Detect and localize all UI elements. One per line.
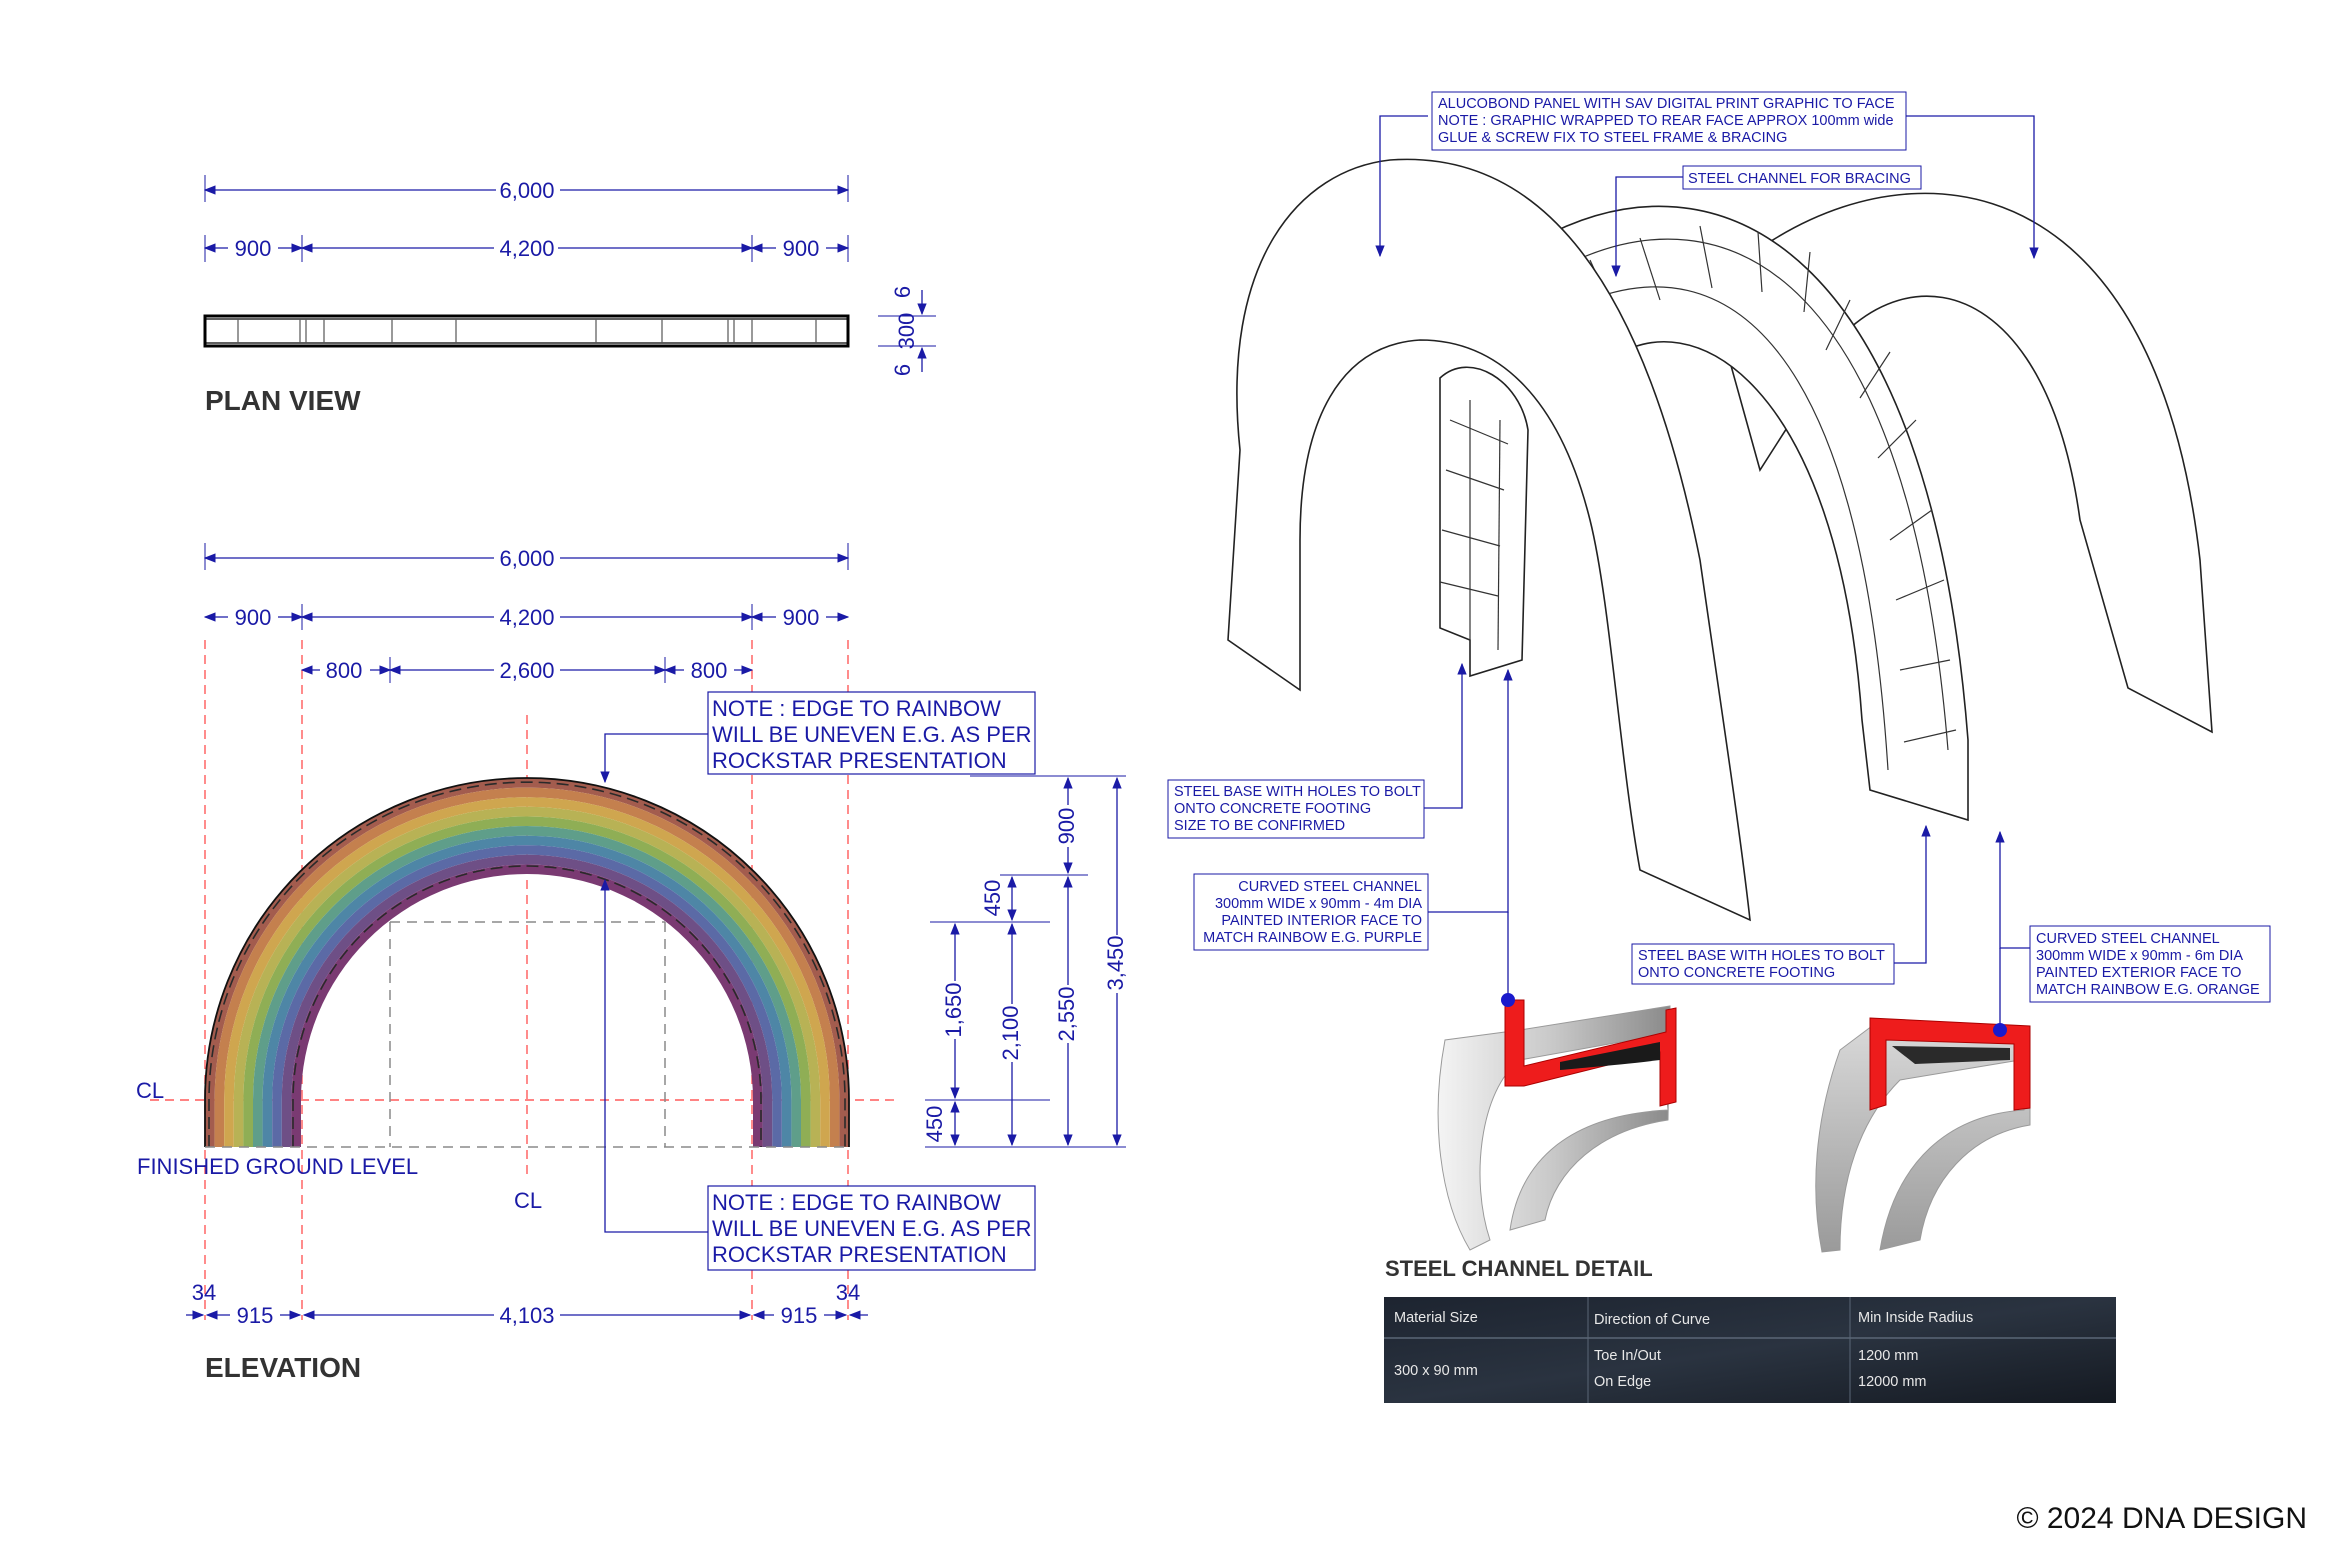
callout-base-left-line-1: STEEL BASE WITH HOLES TO BOLT bbox=[1174, 784, 1421, 800]
v-dim-2550: 2,550 bbox=[1054, 986, 1079, 1041]
exploded-isometric-view: ALUCOBOND PANEL WITH SAV DIGITAL PRINT G… bbox=[1167, 91, 2271, 1030]
callout-alucobond-line-3: GLUE & SCREW FIX TO STEEL FRAME & BRACIN… bbox=[1438, 130, 1787, 146]
elevation-view: 6,000 900 4,200 900 800 2,600 800 NOTE :… bbox=[136, 543, 1131, 1383]
centerline-mark-bottom: CL bbox=[514, 1188, 542, 1213]
table-cell-direction-1: Toe In/Out bbox=[1594, 1348, 1661, 1364]
plan-view-title: PLAN VIEW bbox=[205, 385, 361, 416]
callout-alucobond-line-1: ALUCOBOND PANEL WITH SAV DIGITAL PRINT G… bbox=[1438, 96, 1895, 112]
steel-channel-frame bbox=[1537, 205, 1969, 822]
note-top-line-3: ROCKSTAR PRESENTATION bbox=[712, 748, 1007, 773]
callout-curved-inner-line-1: CURVED STEEL CHANNEL bbox=[1238, 879, 1422, 895]
elev-inner-middle-dim: 2,600 bbox=[499, 658, 554, 683]
centerline-mark-left: CL bbox=[136, 1078, 164, 1103]
spec-table bbox=[1384, 1297, 2116, 1403]
callout-base-left-line-3: SIZE TO BE CONFIRMED bbox=[1174, 818, 1345, 834]
bottom-right-dim: 915 bbox=[781, 1303, 818, 1328]
plan-right-dim: 900 bbox=[783, 236, 820, 261]
plan-edge-bottom-dim: 6 bbox=[890, 364, 915, 376]
channel-render-inner bbox=[1437, 993, 1677, 1251]
rainbow-arch bbox=[204, 777, 850, 1147]
callout-curved-outer-line-3: PAINTED EXTERIOR FACE TO bbox=[2036, 965, 2241, 981]
callout-curved-inner: CURVED STEEL CHANNEL 300mm WIDE x 90mm -… bbox=[1193, 873, 1429, 951]
bottom-right-edge-dim: 34 bbox=[836, 1280, 860, 1305]
bottom-middle-dim: 4,103 bbox=[499, 1303, 554, 1328]
bottom-left-edge-dim: 34 bbox=[192, 1280, 216, 1305]
note-bottom-line-3: ROCKSTAR PRESENTATION bbox=[712, 1242, 1007, 1267]
v-dim-1650: 1,650 bbox=[941, 982, 966, 1037]
copyright-footer: © 2024 DNA DESIGN bbox=[2016, 1502, 2307, 1535]
rainbow-edge-line bbox=[208, 781, 846, 1147]
callout-curved-inner-line-4: MATCH RAINBOW E.G. PURPLE bbox=[1203, 930, 1422, 946]
table-header-direction: Direction of Curve bbox=[1594, 1312, 1710, 1328]
v-dim-900: 900 bbox=[1054, 808, 1079, 845]
elev-right-dim: 900 bbox=[783, 605, 820, 630]
callout-base-right: STEEL BASE WITH HOLES TO BOLT ONTO CONCR… bbox=[1631, 943, 1895, 985]
elev-middle-dim: 4,200 bbox=[499, 605, 554, 630]
callout-bracing: STEEL CHANNEL FOR BRACING bbox=[1682, 165, 1922, 190]
note-top-line-1: NOTE : EDGE TO RAINBOW bbox=[712, 696, 1001, 721]
channel-render-outer bbox=[1815, 1017, 2031, 1253]
callout-curved-inner-line-3: PAINTED INTERIOR FACE TO bbox=[1221, 913, 1422, 929]
plan-depth-dim: 300 bbox=[894, 313, 919, 350]
vertical-dimensions: 3,450 900 2,550 450 2,100 1,650 450 bbox=[922, 775, 1131, 1148]
elev-inner-right-dim: 800 bbox=[691, 658, 728, 683]
plan-overall-dim: 6,000 bbox=[499, 178, 554, 203]
callout-base-right-line-1: STEEL BASE WITH HOLES TO BOLT bbox=[1638, 948, 1885, 964]
callout-alucobond: ALUCOBOND PANEL WITH SAV DIGITAL PRINT G… bbox=[1431, 91, 1907, 151]
front-alucobond-panel bbox=[1227, 158, 1751, 922]
rainbow-outline bbox=[204, 777, 850, 1147]
callout-base-left-line-2: ONTO CONCRETE FOOTING bbox=[1174, 801, 1371, 817]
callout-alucobond-line-2: NOTE : GRAPHIC WRAPPED TO REAR FACE APPR… bbox=[1438, 113, 1894, 129]
steel-detail-title: STEEL CHANNEL DETAIL bbox=[1385, 1256, 1653, 1281]
callout-base-left: STEEL BASE WITH HOLES TO BOLT ONTO CONCR… bbox=[1167, 779, 1425, 839]
elev-overall-dim: 6,000 bbox=[499, 546, 554, 571]
v-dim-450-bottom: 450 bbox=[922, 1106, 947, 1143]
plan-edge-top-dim: 6 bbox=[890, 286, 915, 298]
steel-channel-detail: STEEL CHANNEL DETAIL Material Size Direc… bbox=[1384, 1256, 2116, 1403]
note-bottom-line-2: WILL BE UNEVEN E.G. AS PER bbox=[712, 1216, 1032, 1241]
plan-middle-dim: 4,200 bbox=[499, 236, 554, 261]
table-cell-size: 300 x 90 mm bbox=[1394, 1363, 1478, 1379]
table-cell-direction-2: On Edge bbox=[1594, 1374, 1651, 1390]
callout-curved-outer-line-1: CURVED STEEL CHANNEL bbox=[2036, 931, 2220, 947]
note-top-line-2: WILL BE UNEVEN E.G. AS PER bbox=[712, 722, 1032, 747]
callout-bracing-line-1: STEEL CHANNEL FOR BRACING bbox=[1688, 171, 1911, 187]
elev-inner-left-dim: 800 bbox=[326, 658, 363, 683]
finished-ground-level-label: FINISHED GROUND LEVEL bbox=[137, 1154, 418, 1179]
plan-left-dim: 900 bbox=[235, 236, 272, 261]
callout-curved-outer-line-2: 300mm WIDE x 90mm - 6m DIA bbox=[2036, 948, 2243, 964]
bottom-dimensions: 34 915 4,103 915 34 bbox=[186, 1280, 868, 1328]
channel-inner-marker bbox=[1501, 993, 1515, 1007]
table-cell-radius-2: 12000 mm bbox=[1858, 1374, 1927, 1390]
note-bottom-line-1: NOTE : EDGE TO RAINBOW bbox=[712, 1190, 1001, 1215]
callout-curved-outer-line-4: MATCH RAINBOW E.G. ORANGE bbox=[2036, 982, 2260, 998]
rainbow-edge-line bbox=[292, 865, 762, 1147]
plan-view: 6,000 900 4,200 900 bbox=[203, 175, 936, 416]
elevation-title: ELEVATION bbox=[205, 1352, 361, 1383]
channel-outer-marker bbox=[1993, 1023, 2007, 1037]
callout-curved-inner-line-2: 300mm WIDE x 90mm - 4m DIA bbox=[1215, 896, 1422, 912]
v-dim-450-top: 450 bbox=[980, 880, 1005, 917]
table-cell-radius-1: 1200 mm bbox=[1858, 1348, 1918, 1364]
v-dim-3450: 3,450 bbox=[1103, 935, 1128, 990]
v-dim-2100: 2,100 bbox=[998, 1005, 1023, 1060]
table-header-material-size: Material Size bbox=[1394, 1310, 1478, 1326]
bottom-left-dim: 915 bbox=[237, 1303, 274, 1328]
table-header-min-radius: Min Inside Radius bbox=[1858, 1310, 1973, 1326]
callout-base-right-line-2: ONTO CONCRETE FOOTING bbox=[1638, 965, 1835, 981]
elev-left-dim: 900 bbox=[235, 605, 272, 630]
callout-curved-outer: CURVED STEEL CHANNEL 300mm WIDE x 90mm -… bbox=[2029, 925, 2271, 1003]
